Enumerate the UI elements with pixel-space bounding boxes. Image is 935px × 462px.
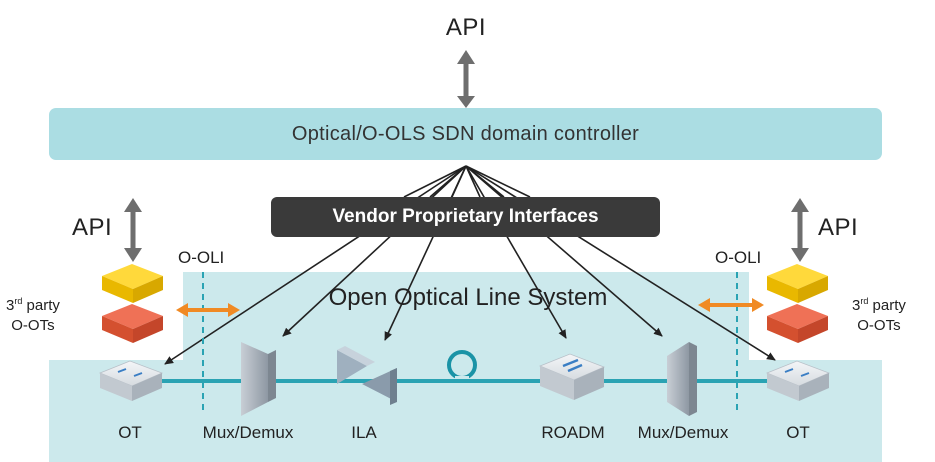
roadm-label: ROADM bbox=[541, 423, 605, 442]
controller-label: Optical/O-OLS SDN domain controller bbox=[291, 122, 640, 145]
ot-right-device bbox=[765, 360, 831, 401]
ila-label: ILA bbox=[351, 423, 377, 442]
arrow-to-mux-left bbox=[282, 165, 467, 337]
ools-label: Open Optical Line System bbox=[328, 284, 608, 311]
right-oli-label: O-OLI bbox=[715, 248, 762, 267]
top-api-label: API bbox=[445, 14, 487, 41]
left-third-party-devices bbox=[102, 264, 163, 343]
right-oli-arrow bbox=[698, 298, 764, 312]
right-third-party-devices bbox=[767, 264, 828, 343]
left-oli-label: O-OLI bbox=[178, 248, 225, 267]
domain-area-upper bbox=[183, 272, 749, 360]
mux-left-label: Mux/Demux bbox=[202, 423, 294, 442]
left-oli-arrow bbox=[176, 303, 240, 317]
domain-area-lower bbox=[49, 360, 882, 462]
vendor-interfaces-label: Vendor Proprietary Interfaces bbox=[332, 206, 599, 227]
vendor-interfaces-box: Vendor Proprietary Interfaces bbox=[271, 197, 660, 237]
ot-left-label: OT bbox=[118, 423, 142, 442]
left-third-party-label: 3rd party O-OTs bbox=[6, 296, 60, 334]
ot-left-device bbox=[98, 360, 164, 401]
left-api-label: API bbox=[72, 214, 113, 241]
mux-left-device bbox=[241, 342, 276, 416]
roadm-device bbox=[538, 353, 606, 400]
mux-right-label: Mux/Demux bbox=[637, 423, 729, 442]
domain-area-right-strip bbox=[835, 272, 882, 360]
right-api-label: API bbox=[818, 214, 859, 241]
right-api-arrow bbox=[791, 198, 809, 262]
sdn-controller-box[interactable]: Optical/O-OLS SDN domain controller bbox=[49, 108, 882, 160]
ot-right-label: OT bbox=[786, 423, 810, 442]
left-api-arrow bbox=[124, 198, 142, 262]
right-third-party-label: 3rd party O-OTs bbox=[852, 296, 906, 334]
mux-right-device bbox=[667, 342, 697, 416]
arrow-to-roadm bbox=[465, 165, 567, 339]
top-api-arrow bbox=[457, 50, 475, 108]
arrow-to-mux-right bbox=[465, 165, 663, 337]
ila-device bbox=[337, 346, 397, 405]
